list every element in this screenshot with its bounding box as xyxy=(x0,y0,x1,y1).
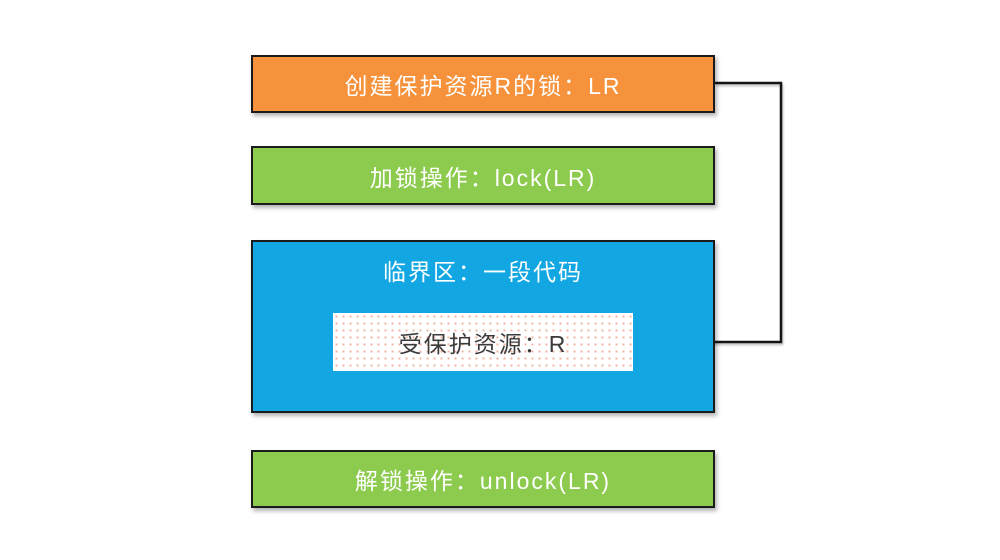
node-create-lock: 创建保护资源R的锁：LR xyxy=(251,55,715,113)
node-protected-resource: 受保护资源：R xyxy=(333,313,633,371)
node-unlock-operation: 解锁操作：unlock(LR) xyxy=(251,450,715,508)
node-lock-operation-label: 加锁操作：lock(LR) xyxy=(369,164,597,191)
node-critical-section: 临界区：一段代码 受保护资源：R xyxy=(251,240,715,413)
node-lock-operation: 加锁操作：lock(LR) xyxy=(251,146,715,205)
node-create-lock-label: 创建保护资源R的锁：LR xyxy=(344,73,622,99)
node-unlock-operation-label: 解锁操作：unlock(LR) xyxy=(354,468,612,494)
node-critical-section-label: 临界区：一段代码 xyxy=(383,259,583,285)
node-protected-resource-label: 受保护资源：R xyxy=(398,331,568,357)
